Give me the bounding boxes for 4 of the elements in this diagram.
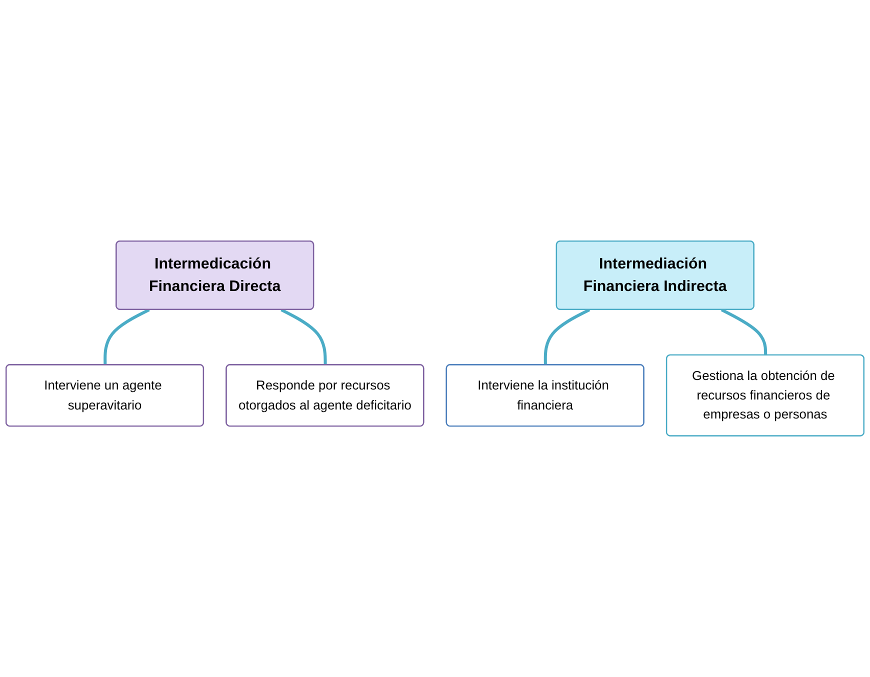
connector [544, 308, 590, 366]
connector [720, 308, 768, 356]
connector [104, 308, 150, 366]
connector [280, 308, 327, 366]
